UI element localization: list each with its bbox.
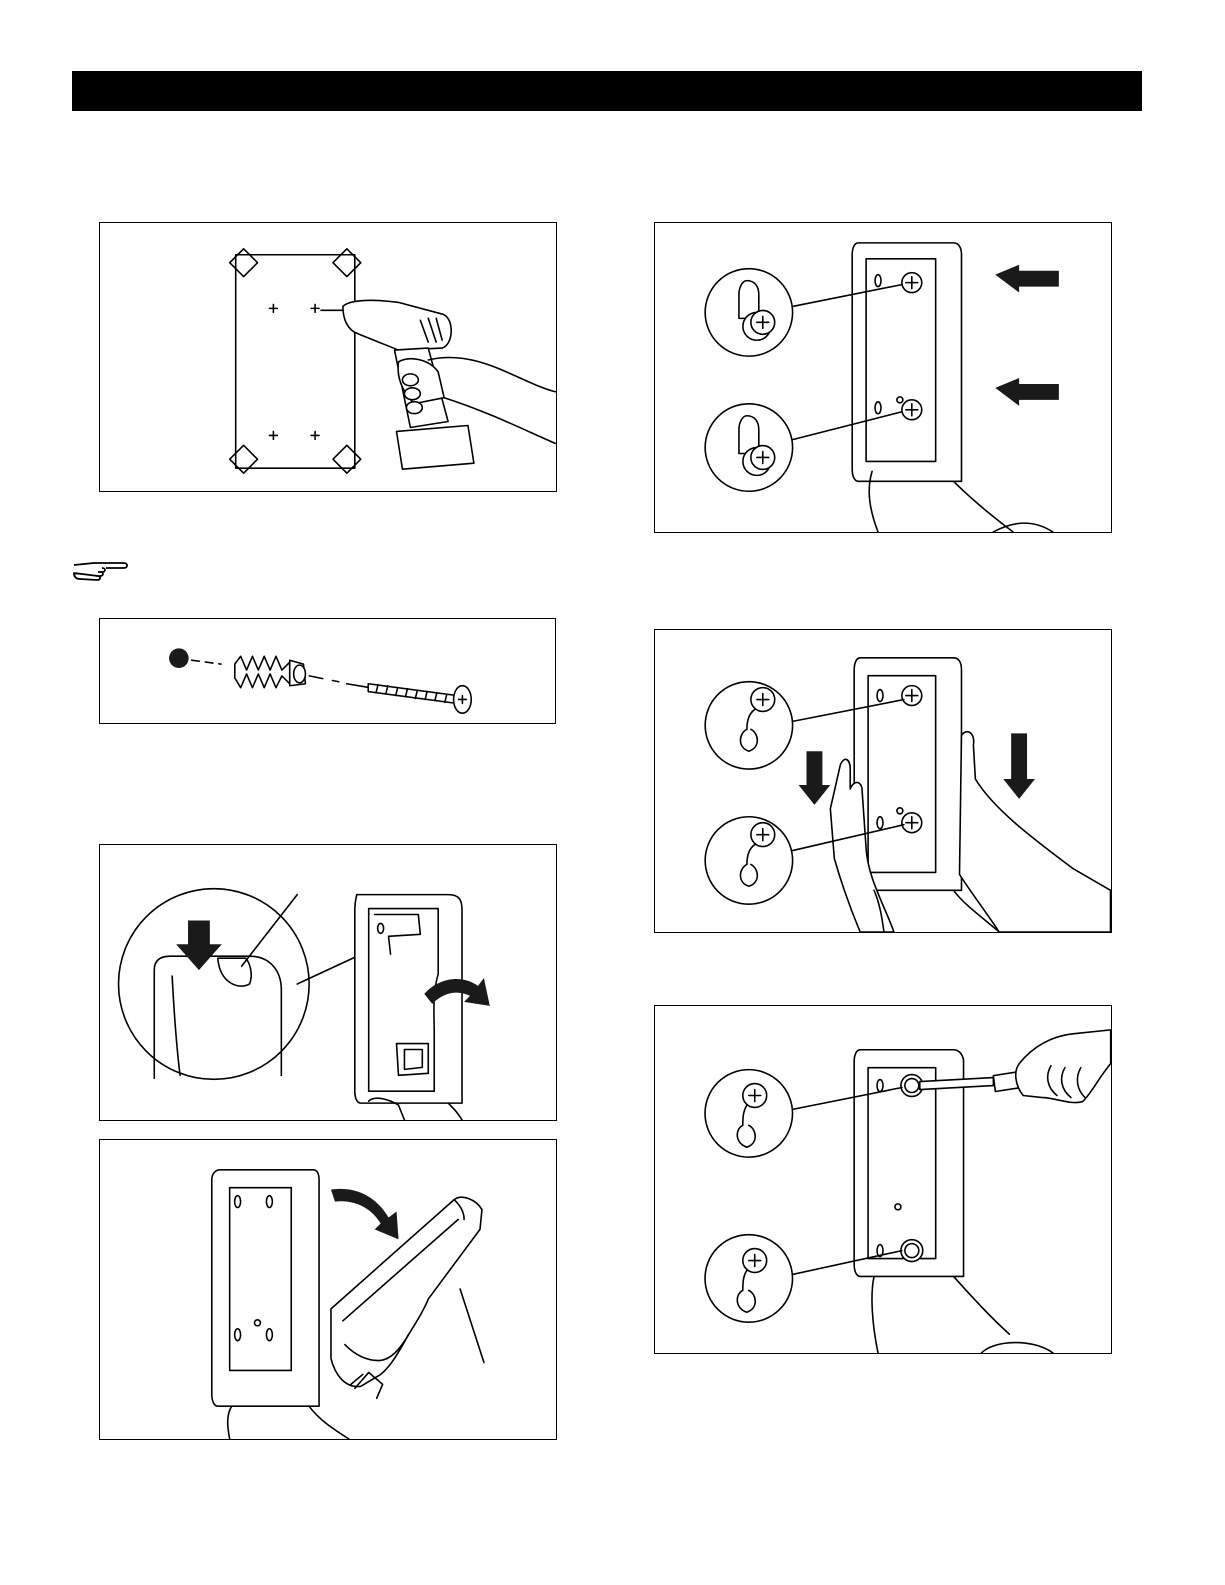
drill-template-illustration [100, 223, 556, 491]
figure-remove-bracket [99, 1139, 557, 1440]
figure-release-tab [99, 844, 557, 1121]
header-title [72, 80, 86, 102]
pointing-hand-icon [72, 557, 130, 583]
figure-slide-down [654, 629, 1112, 933]
hang-on-screws-illustration [655, 223, 1111, 532]
release-tab-illustration [100, 845, 556, 1120]
remove-bracket-illustration [100, 1140, 556, 1439]
figure-hang-on-screws [654, 222, 1112, 533]
slide-down-illustration [655, 630, 1111, 932]
figure-anchor-screw [99, 618, 556, 724]
anchor-and-screw-illustration [100, 619, 555, 723]
figure-tighten-screws [654, 1005, 1112, 1354]
tighten-screws-illustration [655, 1006, 1111, 1353]
figure-drill-template [99, 222, 557, 492]
header-bar [72, 71, 1142, 111]
